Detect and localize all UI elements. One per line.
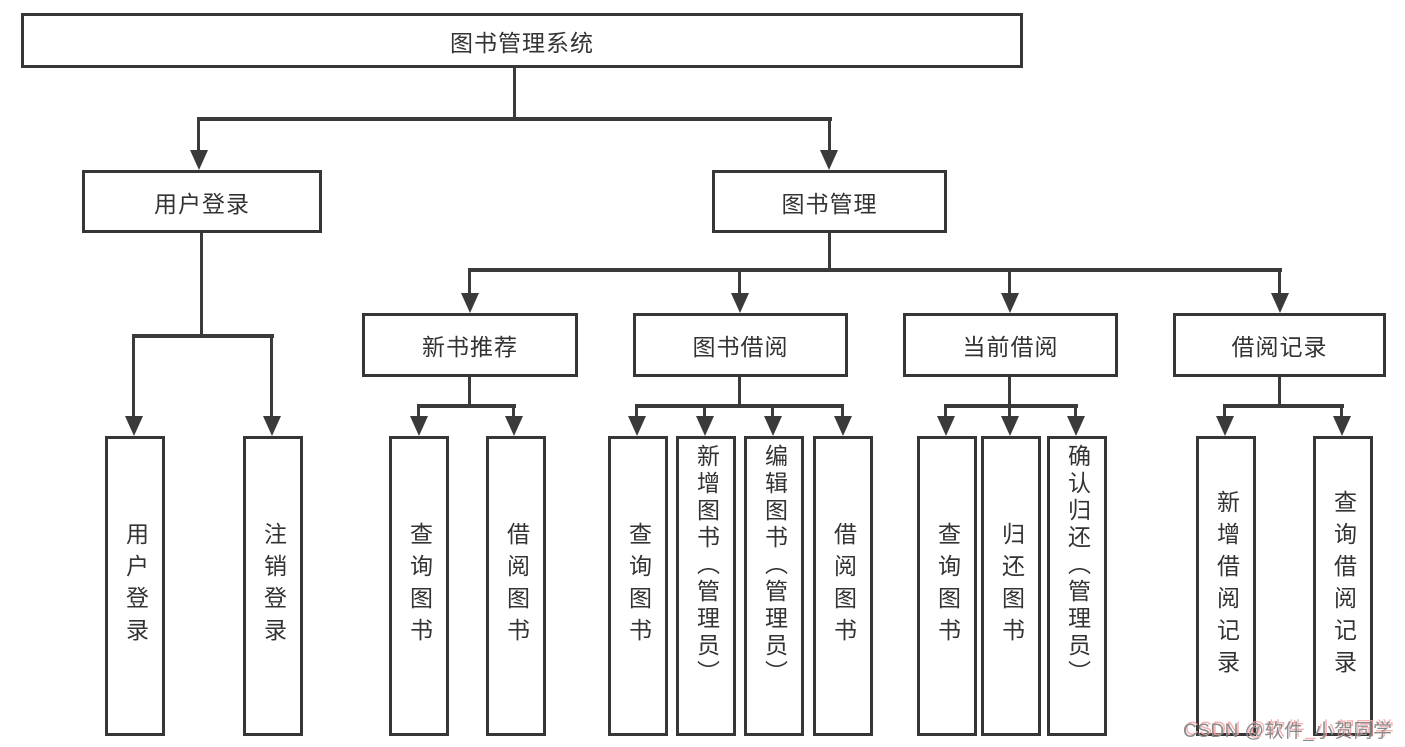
arrow-to-leaf-return-books (1001, 416, 1019, 436)
connector-mgmt-drop-3 (1008, 270, 1011, 295)
node-book-borrow-label: 图书借阅 (692, 334, 789, 360)
connector-login-bar (132, 334, 274, 338)
arrow-to-leaf-borrow-recommend (505, 416, 523, 436)
connector-borrow-stem (738, 377, 741, 406)
node-root: 图书管理系统 (21, 13, 1023, 68)
connector-record-stem (1278, 377, 1281, 406)
node-user-login: 用户登录 (82, 170, 322, 233)
arrow-to-leaf-add-record (1216, 416, 1234, 436)
leaf-logout: 注销登录 (243, 436, 303, 736)
node-book-management: 图书管理 (712, 170, 947, 233)
connector-record-bar (1223, 404, 1344, 408)
connector-login-stem (200, 233, 203, 336)
node-current-borrow-label: 当前借阅 (962, 334, 1059, 360)
connector-recommend-bar (417, 404, 516, 408)
arrow-to-user-login (190, 150, 208, 170)
connector-current-drop-2 (1008, 406, 1011, 418)
connector-root-stem (513, 68, 516, 119)
arrow-to-current-borrow (1001, 293, 1019, 313)
leaf-add-borrow-record: 新增借阅记录 (1196, 436, 1256, 736)
connector-borrow-drop-3 (771, 406, 774, 418)
leaf-add-books-admin-label: 新增图书（管理员） (693, 444, 720, 687)
connector-record-drop-1 (1223, 406, 1226, 418)
arrow-to-leaf-query-recommend (410, 416, 428, 436)
csdn-watermark: CSDN @软件_小贺同学 (1183, 721, 1393, 742)
connector-login-drop-2 (270, 336, 273, 418)
leaf-query-borrow-record: 查询借阅记录 (1313, 436, 1373, 736)
leaf-query-books-recommend: 查询图书 (389, 436, 449, 736)
arrow-to-borrow-record (1271, 293, 1289, 313)
arrow-to-leaf-user-login (125, 416, 143, 436)
leaf-return-books-label: 归还图书 (998, 522, 1025, 650)
arrow-to-leaf-confirm-return (1067, 416, 1085, 436)
connector-current-drop-1 (944, 406, 947, 418)
arrow-to-book-borrow (731, 293, 749, 313)
node-new-book-recommend: 新书推荐 (362, 313, 578, 377)
connector-borrow-drop-4 (841, 406, 844, 418)
node-root-label: 图书管理系统 (450, 29, 594, 56)
connector-current-stem (1008, 377, 1011, 406)
node-current-borrow: 当前借阅 (903, 313, 1118, 377)
connector-borrow-bar (635, 404, 844, 408)
leaf-edit-books-admin-label: 编辑图书（管理员） (761, 444, 788, 687)
leaf-borrow-books-recommend-label: 借阅图书 (503, 522, 530, 650)
leaf-logout-label: 注销登录 (260, 522, 287, 650)
connector-mgmt-drop-2 (738, 270, 741, 295)
connector-root-drop-left (197, 119, 200, 152)
connector-root-drop-right (828, 119, 831, 152)
connector-login-drop-1 (132, 336, 135, 418)
node-borrow-record: 借阅记录 (1173, 313, 1386, 377)
leaf-borrow-books: 借阅图书 (813, 436, 873, 736)
connector-current-drop-3 (1074, 406, 1077, 418)
connector-recommend-stem (468, 377, 471, 406)
leaf-query-borrow-record-label: 查询借阅记录 (1330, 490, 1357, 682)
node-book-borrow: 图书借阅 (633, 313, 848, 377)
arrow-to-leaf-edit-books (764, 416, 782, 436)
leaf-borrow-books-label: 借阅图书 (830, 522, 857, 650)
leaf-query-books-recommend-label: 查询图书 (406, 522, 433, 650)
arrow-to-leaf-query-current (937, 416, 955, 436)
connector-mgmt-drop-4 (1278, 270, 1281, 295)
leaf-query-books-current-label: 查询图书 (934, 522, 961, 650)
leaf-confirm-return-admin-label: 确认归还（管理员） (1064, 444, 1091, 687)
node-user-login-label: 用户登录 (154, 190, 250, 217)
connector-root-bar (197, 117, 832, 121)
leaf-add-books-admin: 新增图书（管理员） (676, 436, 736, 736)
connector-borrow-drop-1 (635, 406, 638, 418)
connector-mgmt-drop-1 (468, 270, 471, 295)
connector-record-drop-2 (1340, 406, 1343, 418)
leaf-return-books: 归还图书 (981, 436, 1041, 736)
leaf-query-books-current: 查询图书 (917, 436, 977, 736)
arrow-to-leaf-borrow-books (834, 416, 852, 436)
node-borrow-record-label: 借阅记录 (1231, 334, 1328, 360)
connector-recommend-drop-1 (417, 406, 420, 418)
leaf-user-login: 用户登录 (105, 436, 165, 736)
connector-recommend-drop-2 (512, 406, 515, 418)
arrow-to-leaf-logout (263, 416, 281, 436)
arrow-to-book-management (820, 150, 838, 170)
leaf-query-books-borrow: 查询图书 (608, 436, 668, 736)
leaf-query-books-borrow-label: 查询图书 (625, 522, 652, 650)
leaf-user-login-label: 用户登录 (122, 522, 149, 650)
connector-mgmt-stem (828, 233, 831, 270)
leaf-add-borrow-record-label: 新增借阅记录 (1213, 490, 1240, 682)
connector-mgmt-bar (468, 268, 1282, 272)
leaf-edit-books-admin: 编辑图书（管理员） (744, 436, 804, 736)
connector-borrow-drop-2 (703, 406, 706, 418)
arrow-to-leaf-query-record (1333, 416, 1351, 436)
arrow-to-new-book-recommend (461, 293, 479, 313)
arrow-to-leaf-add-books (696, 416, 714, 436)
node-new-book-recommend-label: 新书推荐 (422, 334, 518, 360)
arrow-to-leaf-query-borrow (628, 416, 646, 436)
leaf-borrow-books-recommend: 借阅图书 (486, 436, 546, 736)
connector-current-bar (944, 404, 1078, 408)
node-book-management-label: 图书管理 (781, 190, 878, 217)
leaf-confirm-return-admin: 确认归还（管理员） (1047, 436, 1107, 736)
